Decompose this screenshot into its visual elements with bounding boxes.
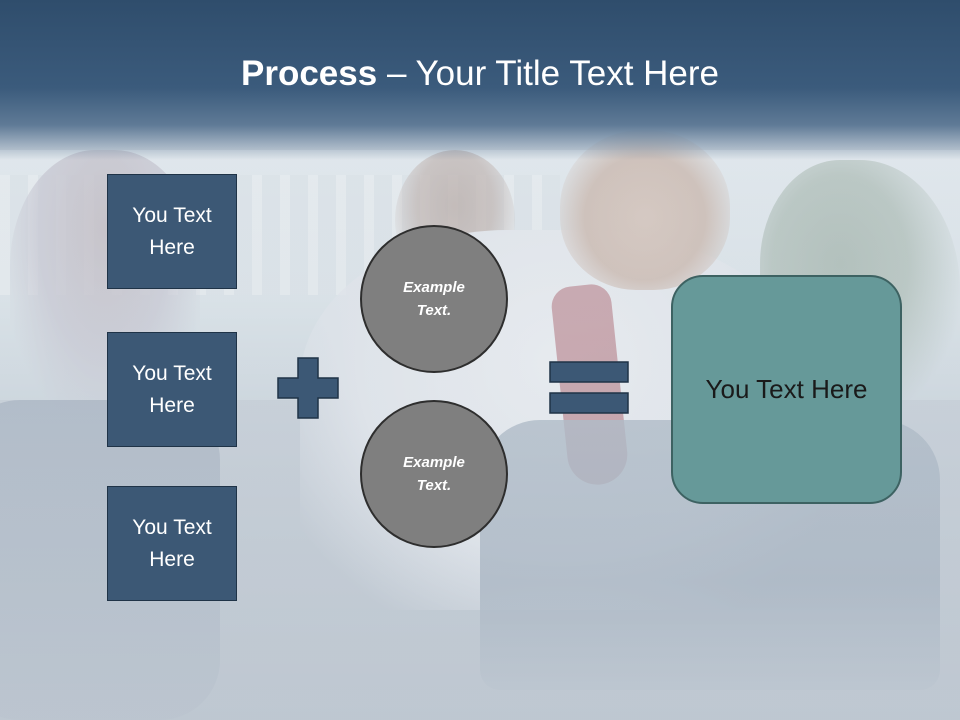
circle-node-1: Example Text. xyxy=(360,225,508,373)
plus-icon xyxy=(277,357,339,419)
input-box-3-label: You Text Here xyxy=(132,515,212,571)
input-box-1-label: You Text Here xyxy=(132,203,212,259)
circle-node-2-label: Example Text. xyxy=(403,454,465,494)
slide-title: Process – Your Title Text Here xyxy=(0,52,960,96)
title-band xyxy=(0,0,960,160)
input-box-2-label: You Text Here xyxy=(132,361,212,417)
circle-node-1-label: Example Text. xyxy=(403,279,465,319)
title-bold: Process xyxy=(241,54,378,93)
input-box-1: You Text Here xyxy=(107,174,237,289)
equals-icon xyxy=(549,361,629,414)
input-box-2: You Text Here xyxy=(107,332,237,447)
input-box-3: You Text Here xyxy=(107,486,237,601)
title-rest: – Your Title Text Here xyxy=(377,54,719,93)
result-box-label: You Text Here xyxy=(705,374,868,404)
circle-node-2: Example Text. xyxy=(360,400,508,548)
result-box: You Text Here xyxy=(671,275,902,504)
